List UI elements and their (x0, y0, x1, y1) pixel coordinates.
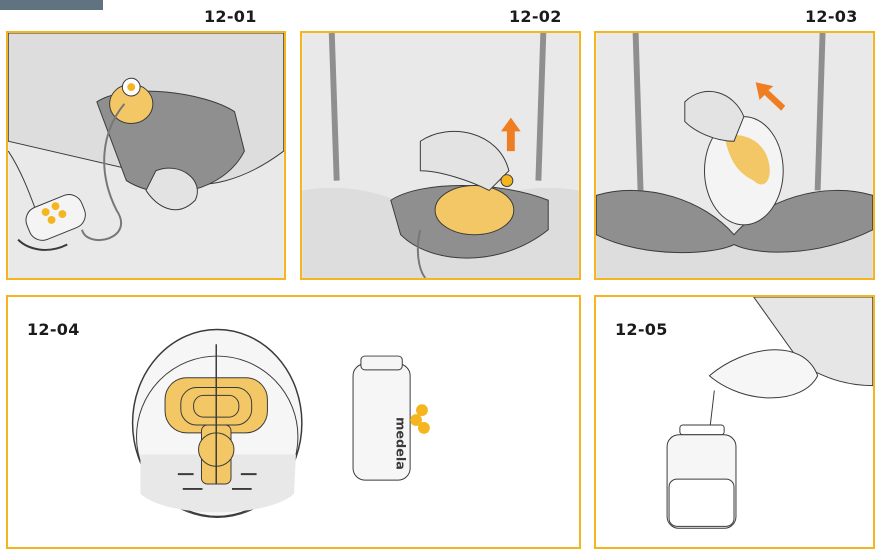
illustration-pour-milk (596, 297, 873, 547)
step-label-12-02: 12-02 (509, 7, 562, 26)
illustration-position-shield (596, 33, 873, 278)
illustration-pump-setup (8, 33, 284, 278)
panel-step-12-03 (594, 31, 875, 280)
illustration-shield-and-bottle: medela (8, 297, 579, 547)
bottle-brand-text: medela (392, 417, 407, 470)
step-label-12-03: 12-03 (805, 7, 858, 26)
panel-step-12-01 (6, 31, 286, 280)
step-label-12-01: 12-01 (204, 7, 257, 26)
panel-step-12-02 (300, 31, 581, 280)
illustration-insert-shield (302, 33, 579, 278)
panel-step-12-04: 12-04 medela (6, 295, 581, 549)
header-tab (0, 0, 103, 10)
panel-step-12-05: 12-05 (594, 295, 875, 549)
